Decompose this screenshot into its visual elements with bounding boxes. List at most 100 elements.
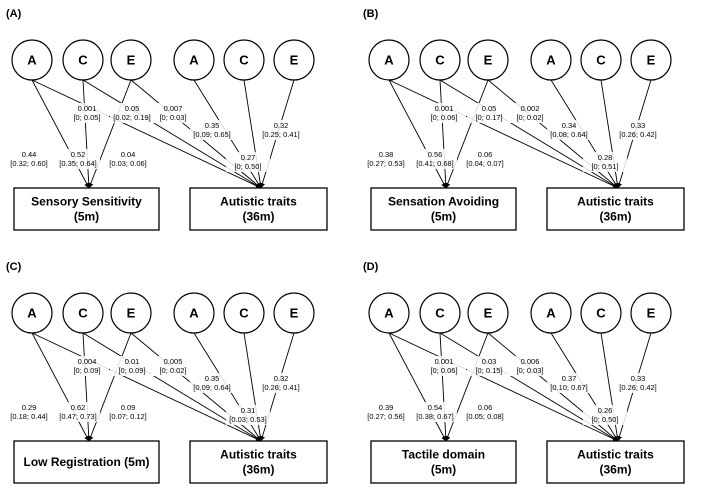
phenotype-box [13, 440, 160, 484]
coef-la-right-estimate: 0.001 [78, 104, 97, 113]
autistic-traits-box-line-2: (36m) [242, 210, 274, 224]
coef-le-left-estimate: 0.09 [121, 403, 136, 412]
coef-la-left-estimate: 0.38 [379, 150, 394, 159]
coef-ra-ci: [0.08; 0.64] [550, 130, 588, 139]
left-node-a-circle [11, 39, 53, 81]
coef-lc-left-ci: [0.38; 0.67] [416, 412, 454, 421]
coef-lc-right-ci: [0.02; 0.19] [113, 113, 151, 122]
coef-rc-ci: [0; 0.51] [591, 162, 618, 171]
autistic-traits-box [189, 440, 328, 484]
coef-ra-ci: [0.10; 0.67] [550, 383, 588, 392]
path-lc-left [82, 79, 92, 189]
right-node-e-circle [630, 292, 672, 334]
autistic-traits-box [189, 187, 328, 231]
left-node-e-label: E [484, 53, 493, 68]
right-node-e-label: E [290, 306, 299, 321]
coef-backing [364, 149, 408, 169]
coef-lc-left-estimate: 0.56 [428, 150, 443, 159]
coef-backing [508, 356, 552, 376]
path-la-left [388, 332, 447, 442]
coef-le-right-ci: [0; 0.02] [159, 366, 186, 375]
coef-lc-right-ci: [0; 0.17] [475, 113, 502, 122]
coef-backing [56, 402, 100, 422]
left-node-c-label: C [78, 306, 88, 321]
path-la-right [388, 332, 619, 442]
coef-backing [190, 373, 234, 393]
coef-backing [151, 356, 195, 376]
phenotype-box [13, 187, 160, 231]
coef-backing [467, 103, 511, 123]
coef-la-left-estimate: 0.39 [379, 403, 394, 412]
coef-backing [226, 405, 270, 425]
coef-le-left-ci: [0.04; 0.07] [466, 159, 504, 168]
right-node-a-circle [173, 39, 215, 81]
coef-backing [413, 402, 457, 422]
coef-backing [547, 373, 591, 393]
left-node-a-label: A [27, 53, 37, 68]
path-la-left [31, 79, 90, 189]
coef-le-left-estimate: 0.06 [478, 150, 493, 159]
coef-backing [259, 120, 303, 140]
left-node-a-label: A [384, 53, 394, 68]
left-node-a-circle [11, 292, 53, 334]
autistic-traits-box-line-2: (36m) [599, 463, 631, 477]
autistic-traits-box-line-2: (36m) [242, 463, 274, 477]
coef-lc-left-estimate: 0.54 [428, 403, 443, 412]
coef-lc-right-estimate: 0.05 [125, 104, 140, 113]
coef-backing [616, 373, 660, 393]
left-node-e-label: E [484, 306, 493, 321]
phenotype-box-line-2: (5m) [431, 463, 456, 477]
right-node-e-label: E [647, 53, 656, 68]
phenotype-box-line-1: Tactile domain [402, 448, 485, 462]
right-node-e-label: E [290, 53, 299, 68]
coef-backing [151, 103, 195, 123]
coef-backing [7, 402, 51, 422]
coef-backing [7, 149, 51, 169]
coef-lc-left-estimate: 0.62 [71, 403, 86, 412]
phenotype-box-line-1: Sensory Sensitivity [31, 195, 142, 209]
path-la-left [31, 332, 90, 442]
coef-re-ci: [0.25; 0.41] [262, 130, 300, 139]
coef-backing [616, 120, 660, 140]
right-node-c-label: C [596, 306, 606, 321]
path-la-left [388, 79, 447, 189]
coef-la-right-ci: [0; 0.09] [73, 366, 100, 375]
coef-la-right-estimate: 0.004 [78, 357, 97, 366]
coef-backing [110, 103, 154, 123]
coef-backing [583, 405, 627, 425]
autistic-traits-box-line-1: Autistic traits [577, 195, 654, 209]
coef-backing [106, 402, 150, 422]
phenotype-box-line-2: (5m) [74, 210, 99, 224]
path-le-left [445, 332, 489, 442]
right-node-e-circle [273, 39, 315, 81]
right-node-a-label: A [546, 53, 556, 68]
phenotype-box [370, 440, 517, 484]
phenotype-box-line-2: (5m) [431, 210, 456, 224]
right-node-a-circle [530, 292, 572, 334]
coef-le-left-ci: [0.03; 0.06] [109, 159, 147, 168]
coef-le-left-estimate: 0.04 [121, 150, 136, 159]
right-node-a-label: A [189, 53, 199, 68]
left-node-e-label: E [127, 53, 136, 68]
right-node-e-label: E [647, 306, 656, 321]
panel-tag: (C) [6, 261, 22, 273]
right-node-c-circle [580, 39, 622, 81]
coef-backing [226, 152, 270, 172]
coef-backing [583, 152, 627, 172]
left-node-a-label: A [384, 306, 394, 321]
coef-backing [259, 373, 303, 393]
coef-rc-estimate: 0.31 [241, 406, 256, 415]
right-node-a-label: A [189, 306, 199, 321]
autistic-traits-box-line-1: Autistic traits [220, 195, 297, 209]
left-node-a-circle [368, 292, 410, 334]
coef-le-left-estimate: 0.06 [478, 403, 493, 412]
path-la-right [31, 79, 262, 189]
coef-le-right-estimate: 0.005 [164, 357, 183, 366]
left-node-c-label: C [435, 306, 445, 321]
coef-re-estimate: 0.32 [274, 374, 289, 383]
path-lc-left [439, 79, 449, 189]
panel-tag: (A) [6, 8, 22, 20]
coef-lc-right-ci: [0; 0.09] [118, 366, 145, 375]
left-node-e-circle [110, 292, 152, 334]
